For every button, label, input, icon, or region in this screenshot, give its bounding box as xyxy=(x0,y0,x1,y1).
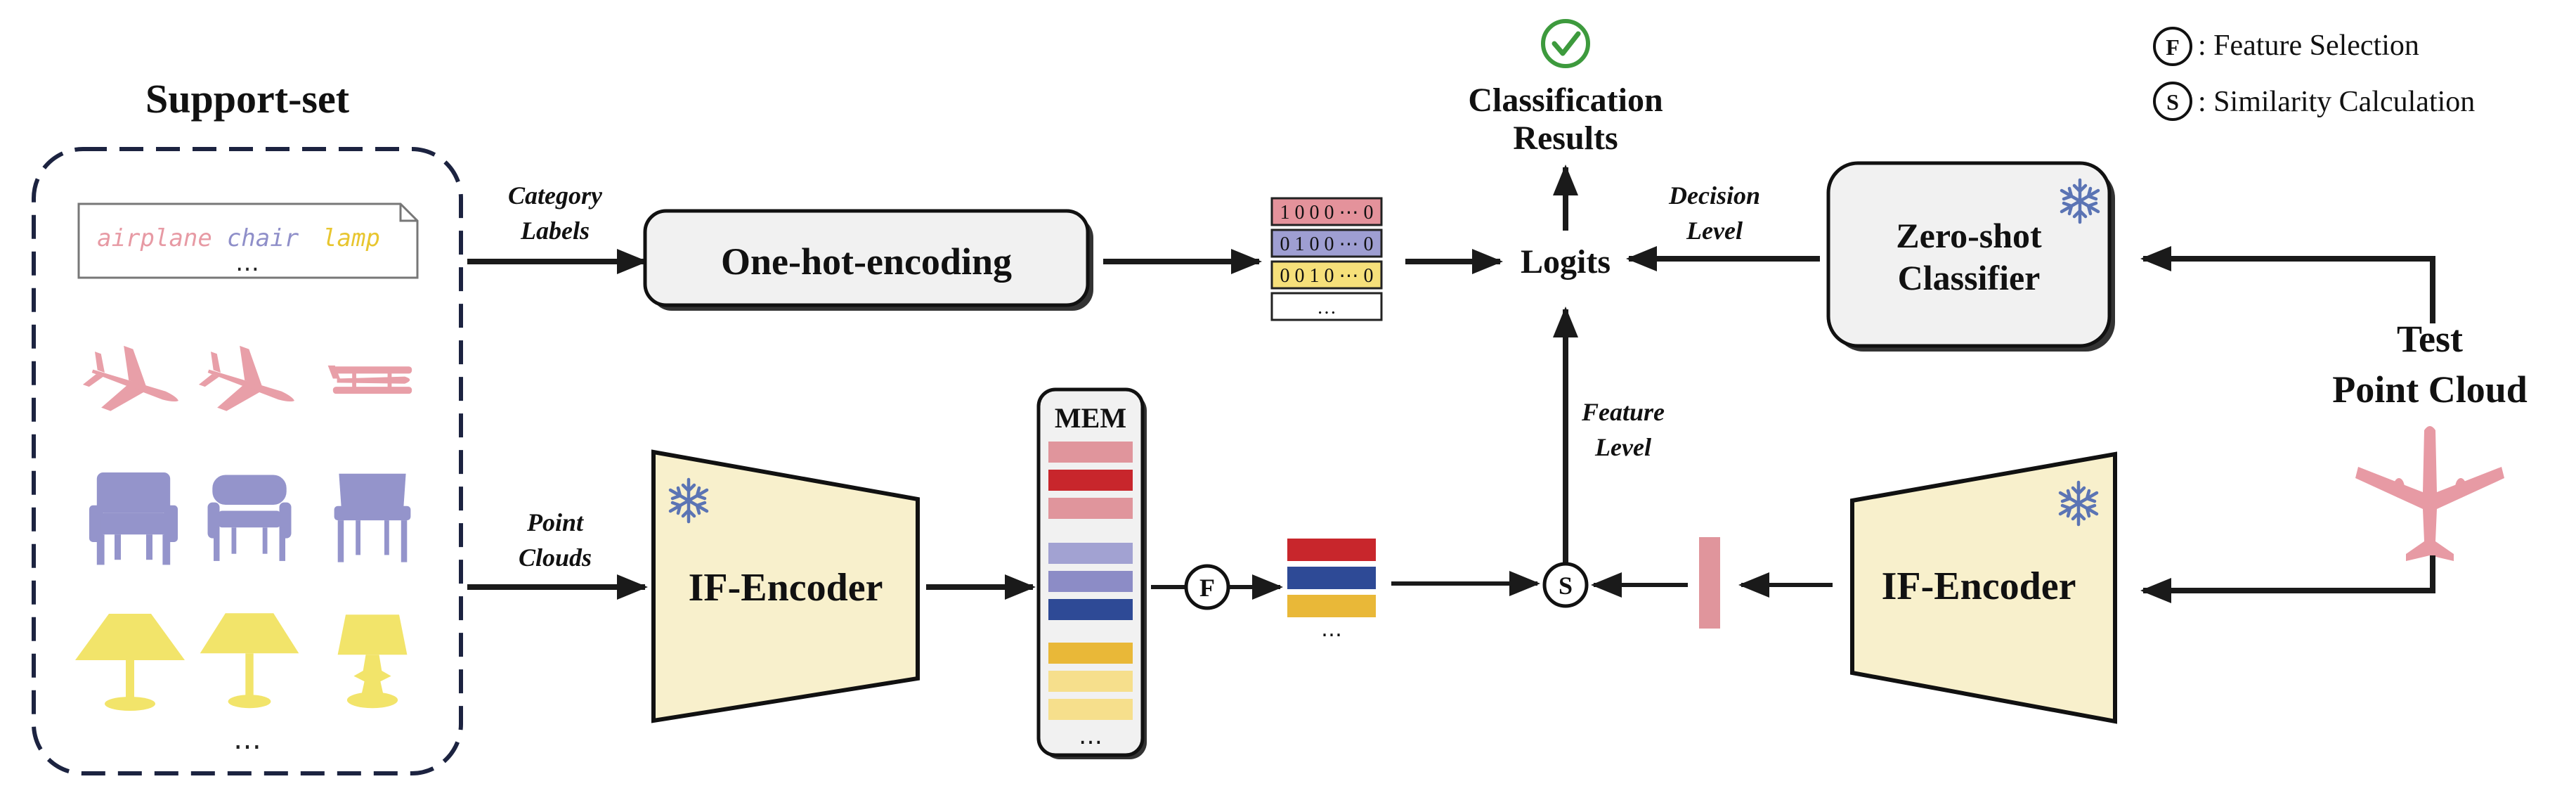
memory-feature-bar xyxy=(1048,498,1133,519)
support-set-title: Support-set xyxy=(145,76,350,122)
logits-label: Logits xyxy=(1521,243,1611,281)
legend-s-symbol: S xyxy=(2166,89,2179,115)
lamp-icon xyxy=(75,614,185,711)
memory-feature-bar xyxy=(1048,643,1133,664)
legend-s-icon xyxy=(2153,82,2192,121)
zero-shot-label-line1: Zero-shot xyxy=(1896,216,2042,255)
legend-f-symbol: F xyxy=(2166,34,2180,60)
airplane-icon xyxy=(327,365,412,394)
one-hot-code-text: 0 0 1 0 ⋯ 0 xyxy=(1280,265,1374,287)
decision-level-label-line2: Level xyxy=(1686,217,1743,245)
test-feature-bar xyxy=(1699,537,1720,629)
if-encoder-left-block xyxy=(651,449,920,723)
check-circle-icon xyxy=(1541,19,1590,68)
legend-f-text: : Feature Selection xyxy=(2198,30,2419,62)
memory-feature-bars xyxy=(1048,442,1133,720)
support-set-ellipsis: … xyxy=(233,723,261,756)
feature-level-label-line1: Feature xyxy=(1581,398,1665,426)
one-hot-code-cell xyxy=(1270,260,1383,290)
feature-selection-operator xyxy=(1184,564,1230,610)
selected-feature-bar xyxy=(1287,595,1376,617)
category-note: airplane chair lamp … xyxy=(77,202,419,279)
similarity-operator xyxy=(1542,562,1589,608)
zero-shot-classifier-block xyxy=(1826,161,2112,348)
classification-results-line1: Classification xyxy=(1468,82,1663,119)
one-hot-encoding-block xyxy=(643,209,1090,307)
lamp-icon xyxy=(337,614,408,709)
classification-results-line2: Results xyxy=(1513,120,1618,157)
test-point-cloud-line2: Point Cloud xyxy=(2332,368,2528,411)
memory-feature-bar xyxy=(1048,543,1133,564)
selected-features-ellipsis: … xyxy=(1321,617,1342,642)
arrow-test-to-encoder xyxy=(2140,555,2435,603)
feature-level-label-line2: Level xyxy=(1594,433,1651,461)
one-hot-code-row: 1 0 0 0 ⋯ 0 xyxy=(1270,197,1383,226)
lamp-icon xyxy=(200,613,299,709)
one-hot-codes: 1 0 0 0 ⋯ 0 0 1 0 0 ⋯ 0 0 0 1 0 ⋯ 0 … xyxy=(1270,197,1383,321)
memory-feature-bar xyxy=(1048,671,1133,692)
memory-title: MEM xyxy=(1055,402,1126,434)
decision-level-label-line1: Decision xyxy=(1668,181,1760,210)
test-point-cloud-line1: Test xyxy=(2397,318,2463,360)
support-set-frame xyxy=(32,147,463,775)
point-clouds-label-line1: Point xyxy=(526,508,584,536)
note-word-airplane: airplane xyxy=(97,224,212,252)
chair-icon xyxy=(207,475,292,561)
one-hot-code-row: 0 0 1 0 ⋯ 0 xyxy=(1270,260,1383,290)
legend: F : Feature Selection S : Similarity Cal… xyxy=(2153,27,2475,121)
category-labels-label-line1: Category xyxy=(508,181,603,210)
one-hot-encoding-label: One-hot-encoding xyxy=(721,240,1012,283)
category-labels-label-line2: Labels xyxy=(520,217,590,245)
if-encoder-right-block xyxy=(1850,451,2117,724)
memory-feature-bar xyxy=(1048,470,1133,491)
one-hot-code-text: … xyxy=(1317,297,1336,318)
one-hot-code-text: 0 1 0 0 ⋯ 0 xyxy=(1280,233,1374,255)
one-hot-code-cell xyxy=(1270,292,1383,321)
memory-feature-bar xyxy=(1048,599,1133,620)
chair-icon xyxy=(334,473,411,562)
memory-feature-bar xyxy=(1048,442,1133,463)
one-hot-code-text: 1 0 0 0 ⋯ 0 xyxy=(1280,202,1374,224)
selected-feature-bar xyxy=(1287,539,1376,561)
if-encoder-left-label: IF-Encoder xyxy=(689,566,883,610)
note-word-lamp: lamp xyxy=(323,224,380,252)
test-airplane-icon xyxy=(2355,426,2504,561)
legend-f-icon xyxy=(2153,27,2192,66)
airplane-icon xyxy=(193,337,306,432)
one-hot-code-row: … xyxy=(1270,292,1383,321)
point-clouds-label-line2: Clouds xyxy=(519,543,592,572)
one-hot-code-row: 0 1 0 0 ⋯ 0 xyxy=(1270,228,1383,258)
similarity-symbol: S xyxy=(1559,572,1573,600)
airplane-icon xyxy=(77,337,190,432)
selected-feature-bars xyxy=(1287,539,1376,617)
arrow-test-to-classifier xyxy=(2140,246,2435,323)
memory-feature-bar xyxy=(1048,699,1133,720)
zero-shot-label-line2: Classifier xyxy=(1898,258,2041,297)
note-ellipsis: … xyxy=(235,249,259,277)
selected-feature-bar xyxy=(1287,567,1376,589)
one-hot-code-cell xyxy=(1270,228,1383,258)
feature-selection-symbol: F xyxy=(1199,574,1215,602)
one-hot-code-cell xyxy=(1270,197,1383,226)
memory-ellipsis: … xyxy=(1079,722,1102,750)
legend-s-text: : Similarity Calculation xyxy=(2198,86,2475,118)
note-word-chair: chair xyxy=(227,224,299,252)
chair-icon xyxy=(89,472,178,565)
memory-feature-bar xyxy=(1048,571,1133,592)
if-encoder-right-label: IF-Encoder xyxy=(1882,565,2076,608)
